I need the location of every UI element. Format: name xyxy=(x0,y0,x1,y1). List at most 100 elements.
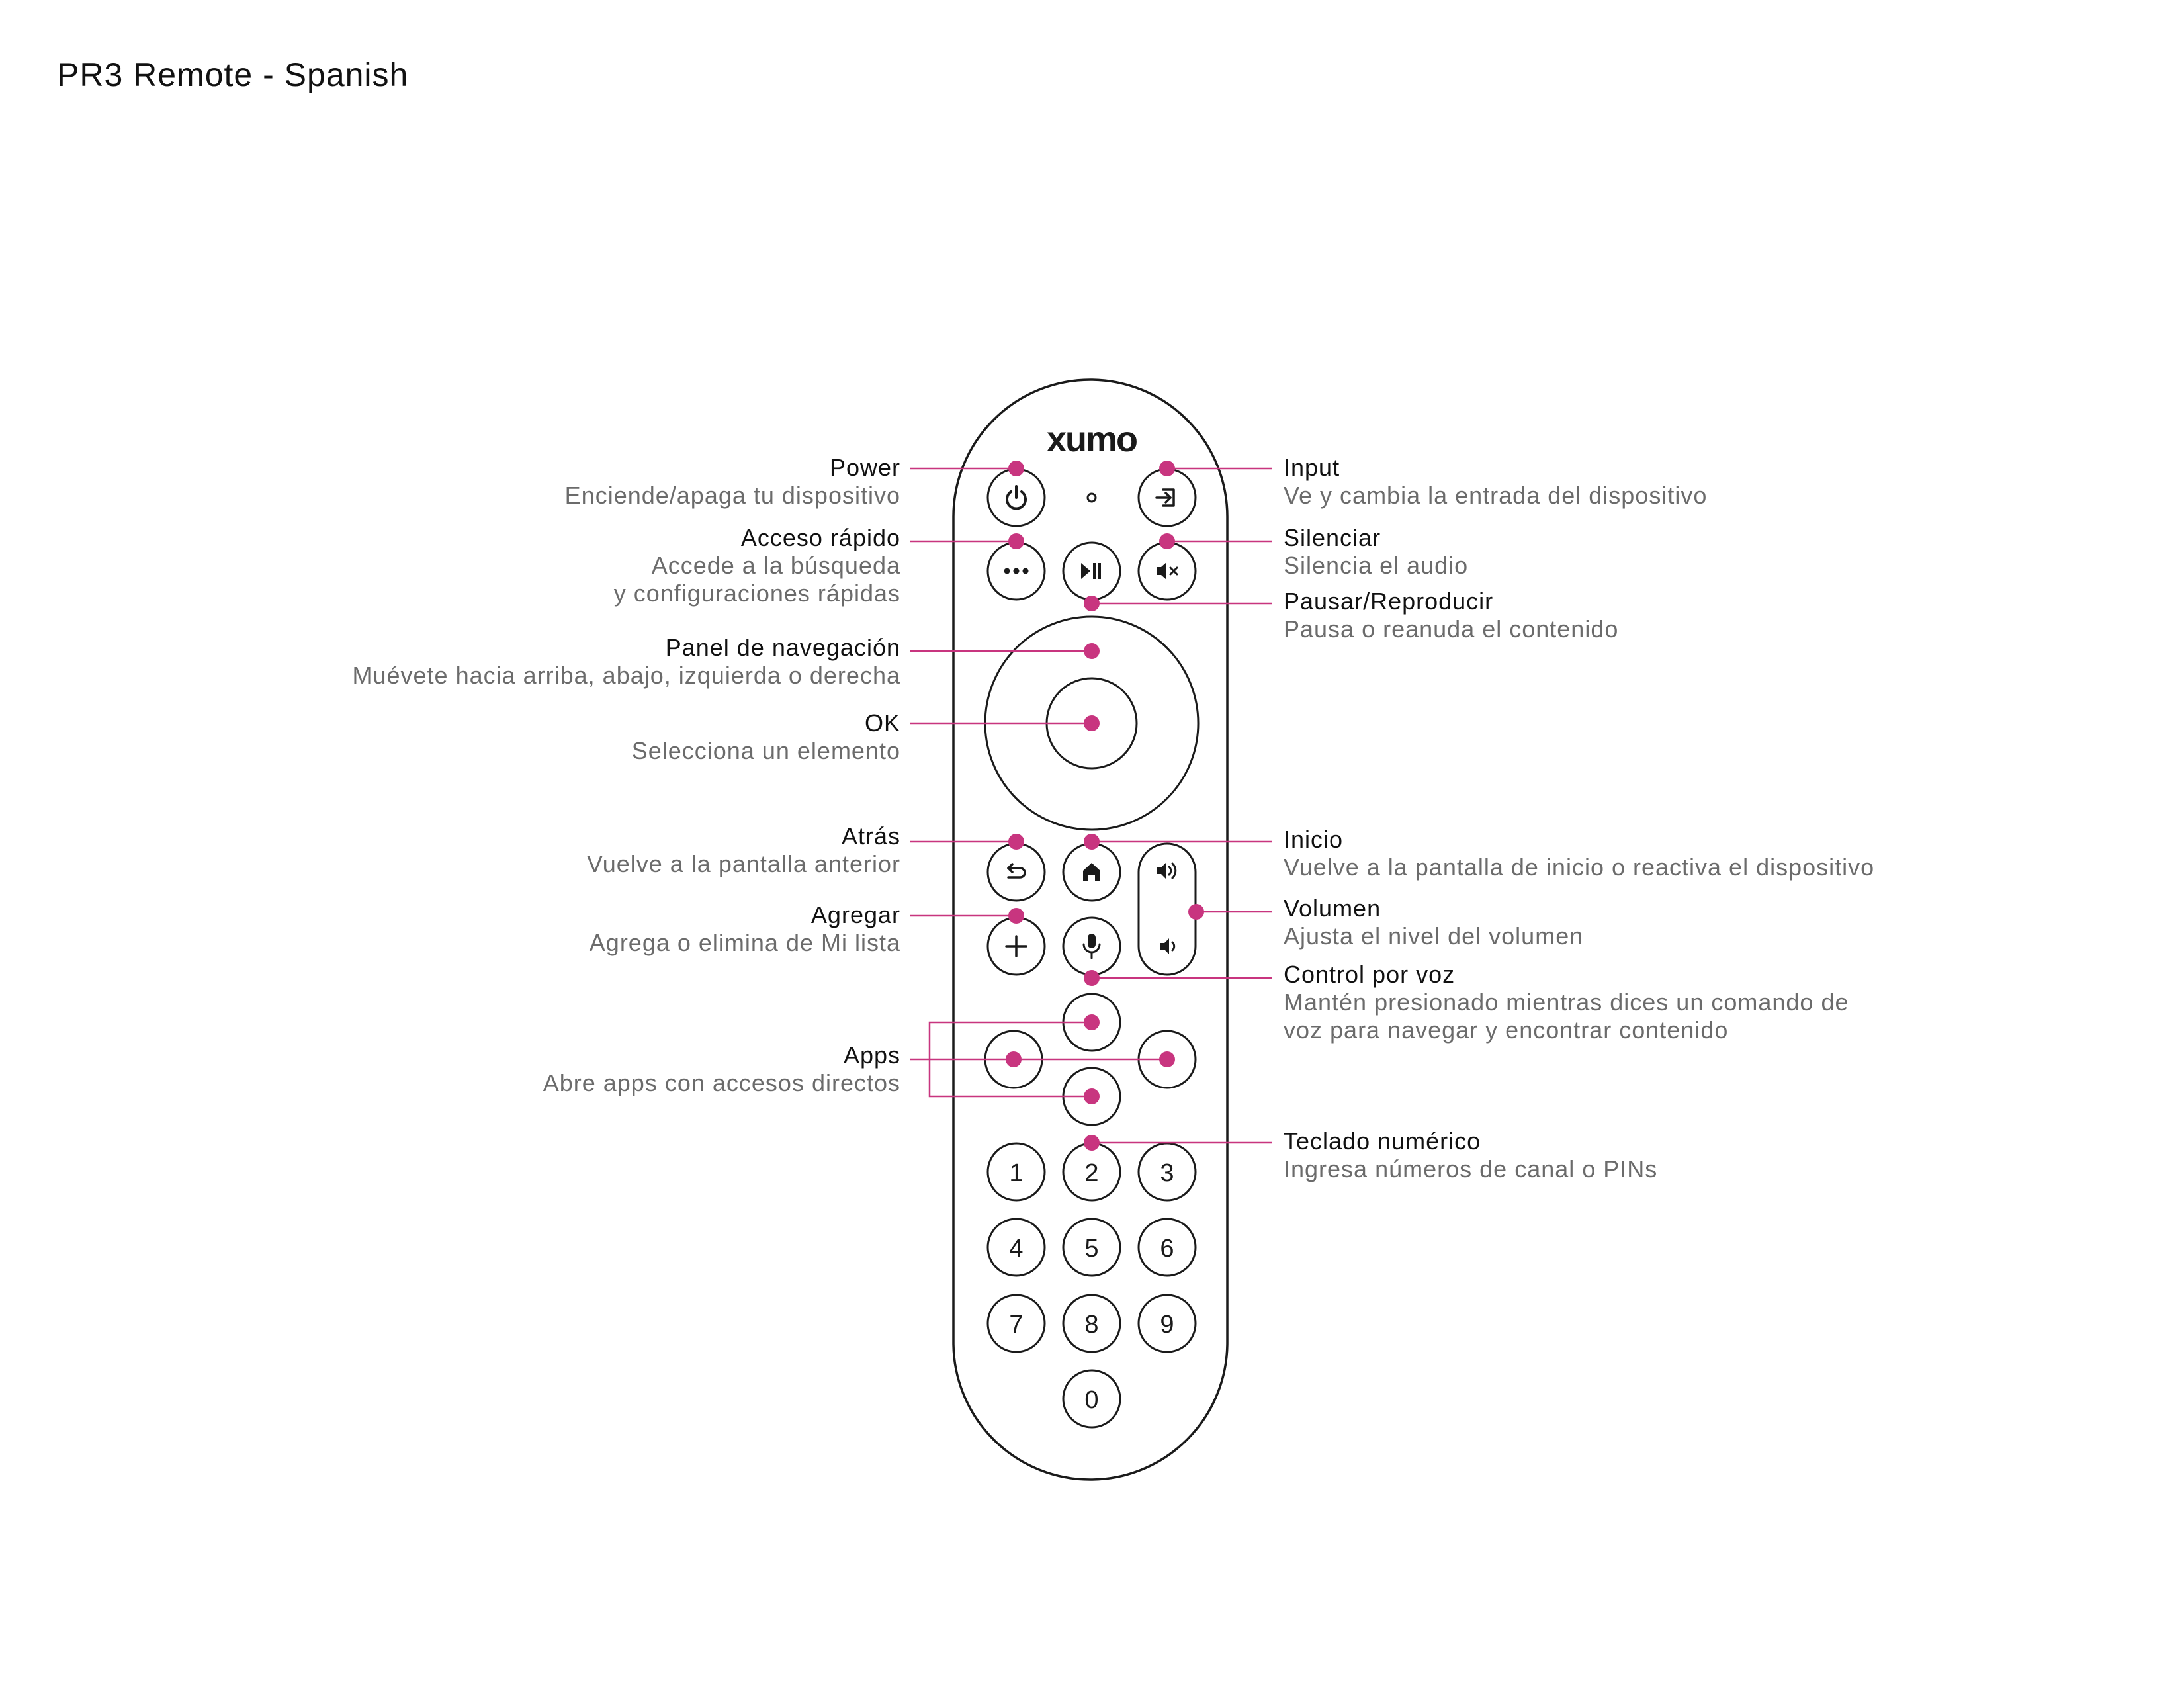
callout-description: Ajusta el nivel del volumen xyxy=(1284,922,1584,950)
marker-home xyxy=(1084,834,1100,850)
volume-rocker[interactable] xyxy=(1137,842,1197,976)
number-key-label: 3 xyxy=(1160,1159,1174,1187)
home-button[interactable] xyxy=(1062,842,1121,902)
callout-voice: Control por voz Mantén presionado mientr… xyxy=(1284,961,1849,1044)
home-icon xyxy=(1083,863,1100,881)
leader-lines xyxy=(910,467,1272,1144)
number-key-label: 1 xyxy=(1009,1159,1023,1187)
marker-ok xyxy=(1084,715,1100,731)
number-key[interactable]: 2 xyxy=(1062,1142,1121,1202)
callout-description: Ingresa números de canal o PINs xyxy=(1284,1155,1658,1182)
callout-title: Inicio xyxy=(1284,826,1344,853)
marker-app-top xyxy=(1084,1014,1100,1030)
input-icon xyxy=(1155,488,1175,507)
callout-power: Power Enciende/apaga tu dispositivo xyxy=(565,454,900,510)
callout-back: Atrás Vuelve a la pantalla anterior xyxy=(587,822,900,878)
number-key[interactable]: 6 xyxy=(1137,1218,1197,1277)
add-button[interactable] xyxy=(986,916,1046,976)
callout-title: Power xyxy=(829,454,900,481)
marker-back xyxy=(1008,834,1024,850)
number-key-label: 6 xyxy=(1160,1235,1174,1263)
marker-app-bottom xyxy=(1084,1088,1100,1104)
callout-volume: Volumen Ajusta el nivel del volumen xyxy=(1284,895,1583,950)
number-key[interactable]: 4 xyxy=(986,1218,1046,1277)
callout-description: Silencia el audio xyxy=(1284,552,1469,579)
marker-power xyxy=(1008,461,1024,476)
plus-icon xyxy=(1005,935,1027,957)
callout-ok: OK Selecciona un elemento xyxy=(632,709,900,765)
callout-mute: Silenciar Silencia el audio xyxy=(1284,524,1468,580)
callout-description: Selecciona un elemento xyxy=(631,737,900,764)
callout-description: Vuelve a la pantalla anterior xyxy=(587,850,900,877)
callout-play-pause: Pausar/Reproducir Pausa o reanuda el con… xyxy=(1284,588,1618,643)
number-key[interactable]: 5 xyxy=(1062,1218,1121,1277)
number-key-label: 9 xyxy=(1160,1311,1174,1339)
callout-title: Control por voz xyxy=(1284,961,1456,988)
callout-title: OK xyxy=(864,709,900,736)
voice-button[interactable] xyxy=(1062,916,1121,976)
number-key[interactable]: 1 xyxy=(986,1142,1046,1202)
marker-app-left xyxy=(1006,1051,1022,1067)
callout-title: Silenciar xyxy=(1284,524,1381,551)
more-icon xyxy=(1004,568,1029,574)
play-pause-button[interactable] xyxy=(1062,541,1121,601)
callout-numpad: Teclado numérico Ingresa números de cana… xyxy=(1284,1128,1657,1183)
number-key-label: 0 xyxy=(1084,1386,1098,1414)
callout-description: Enciende/apaga tu dispositivo xyxy=(564,482,900,509)
callout-description: Abre apps con accesos directos xyxy=(543,1069,900,1096)
number-key-label: 4 xyxy=(1009,1235,1023,1263)
callout-title: Apps xyxy=(843,1042,900,1069)
number-key-label: 5 xyxy=(1084,1235,1098,1263)
callout-description: Ve y cambia la entrada del dispositivo xyxy=(1284,482,1708,509)
number-key[interactable]: 8 xyxy=(1062,1294,1121,1353)
mute-icon xyxy=(1157,562,1178,580)
marker-voice xyxy=(1084,970,1100,986)
back-icon xyxy=(1007,863,1026,879)
callout-navpad: Panel de navegación Muévete hacia arriba… xyxy=(353,634,901,689)
callout-title: Input xyxy=(1284,454,1340,481)
marker-navpad xyxy=(1084,643,1100,659)
marker-mute xyxy=(1159,533,1175,549)
callout-apps: Apps Abre apps con accesos directos xyxy=(543,1042,900,1097)
xumo-logo: xumo xyxy=(1047,420,1137,459)
input-button[interactable] xyxy=(1137,468,1197,527)
callout-title: Pausar/Reproducir xyxy=(1284,588,1494,615)
volume-up-icon xyxy=(1157,862,1177,879)
marker-quick xyxy=(1008,533,1024,549)
marker-add xyxy=(1008,908,1024,924)
quick-access-button[interactable] xyxy=(986,541,1046,601)
number-key[interactable]: 0 xyxy=(1062,1369,1121,1429)
marker-app-right xyxy=(1159,1051,1175,1067)
marker-volume xyxy=(1188,904,1204,920)
number-key-label: 2 xyxy=(1084,1159,1098,1187)
power-button[interactable] xyxy=(986,468,1046,527)
marker-play-pause xyxy=(1084,596,1100,611)
callout-description: Vuelve a la pantalla de inicio o reactiv… xyxy=(1284,854,1875,881)
callout-title: Atrás xyxy=(841,822,900,850)
callout-description: Agrega o elimina de Mi lista xyxy=(589,929,900,956)
callout-title: Acceso rápido xyxy=(740,524,900,551)
mute-button[interactable] xyxy=(1137,541,1197,601)
number-key[interactable]: 7 xyxy=(986,1294,1046,1353)
page-title: PR3 Remote - Spanish xyxy=(57,56,409,93)
callout-title: Panel de navegación xyxy=(665,634,900,661)
play-pause-icon xyxy=(1081,563,1101,579)
number-key[interactable]: 3 xyxy=(1137,1142,1197,1202)
back-button[interactable] xyxy=(986,842,1046,902)
callout-title: Agregar xyxy=(810,901,900,928)
status-led xyxy=(1086,492,1097,503)
callout-description: Muévete hacia arriba, abajo, izquierda o… xyxy=(352,662,900,689)
power-icon xyxy=(1006,485,1027,510)
callout-add: Agregar Agrega o elimina de Mi lista xyxy=(590,901,900,957)
callout-home: Inicio Vuelve a la pantalla de inicio o … xyxy=(1284,826,1874,881)
microphone-icon xyxy=(1082,934,1101,959)
marker-input xyxy=(1159,461,1175,476)
callout-title: Volumen xyxy=(1284,895,1381,922)
marker-dots xyxy=(1006,461,1204,1151)
number-key[interactable]: 9 xyxy=(1137,1294,1197,1353)
volume-down-icon xyxy=(1160,938,1176,954)
number-key-label: 7 xyxy=(1009,1311,1023,1339)
